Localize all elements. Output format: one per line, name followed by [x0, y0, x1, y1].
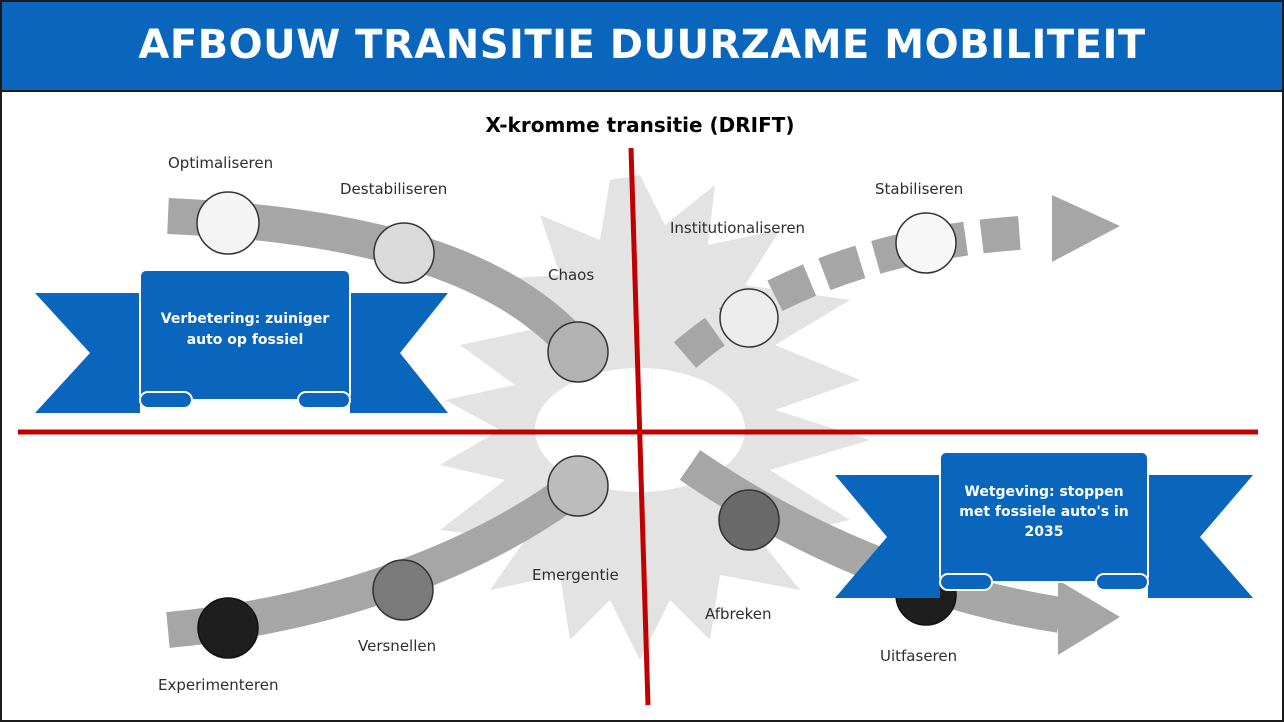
right-banner-roll-right — [1095, 573, 1149, 591]
title-bar: AFBOUW TRANSITIE DUURZAME MOBILITEIT — [0, 0, 1284, 92]
circle-destabiliseren — [373, 222, 435, 284]
label-afbreken: Afbreken — [705, 605, 771, 623]
left-banner-roll-right — [297, 391, 351, 409]
label-versnellen: Versnellen — [358, 637, 436, 655]
label-institutionaliseren: Institutionaliseren — [670, 219, 805, 237]
diagram-subtitle: X-kromme transitie (DRIFT) — [485, 113, 794, 137]
circle-chaos — [547, 321, 609, 383]
decline-curve-lower — [679, 450, 1063, 633]
circle-afbreken — [718, 489, 780, 551]
right-banner-line3: 2035 — [1025, 524, 1064, 540]
right-banner-back-right — [1148, 475, 1253, 598]
circle-versnellen — [372, 559, 434, 621]
circle-emergentie — [547, 455, 609, 517]
left-banner-front — [139, 269, 351, 401]
label-experimenteren: Experimenteren — [158, 676, 278, 694]
label-uitfaseren: Uitfaseren — [880, 647, 957, 665]
circle-stabiliseren — [895, 212, 957, 274]
label-emergentie: Emergentie — [532, 566, 619, 584]
label-stabiliseren: Stabiliseren — [875, 180, 963, 198]
slide-title: AFBOUW TRANSITIE DUURZAME MOBILITEIT — [138, 22, 1146, 68]
right-banner-back-left — [835, 475, 940, 598]
decline-arrow-head — [1058, 580, 1120, 655]
left-banner-back-left — [35, 293, 140, 413]
label-chaos: Chaos — [548, 266, 594, 284]
right-banner-front — [939, 451, 1149, 583]
left-banner: Verbetering: zuiniger auto op fossiel — [35, 269, 448, 413]
vertical-divider — [628, 147, 651, 706]
left-banner-roll-left — [139, 391, 193, 409]
circle-experimenteren — [197, 597, 259, 659]
right-banner: Wetgeving: stoppen met fossiele auto's i… — [835, 451, 1253, 598]
right-banner-line2: met fossiele auto's in — [959, 504, 1128, 520]
rise-arrow-head — [1052, 195, 1120, 262]
left-banner-back-right — [350, 293, 448, 413]
left-banner-line1: Verbetering: zuiniger — [161, 311, 330, 327]
rise-curve-upper — [673, 215, 1036, 368]
right-banner-line1: Wetgeving: stoppen — [964, 484, 1123, 500]
circle-institutionaliseren — [719, 288, 779, 348]
label-optimaliseren: Optimaliseren — [168, 154, 273, 172]
circle-optimaliseren — [196, 191, 260, 255]
right-banner-roll-left — [939, 573, 993, 591]
label-destabiliseren: Destabiliseren — [340, 180, 447, 198]
left-banner-line2: auto op fossiel — [187, 332, 304, 348]
